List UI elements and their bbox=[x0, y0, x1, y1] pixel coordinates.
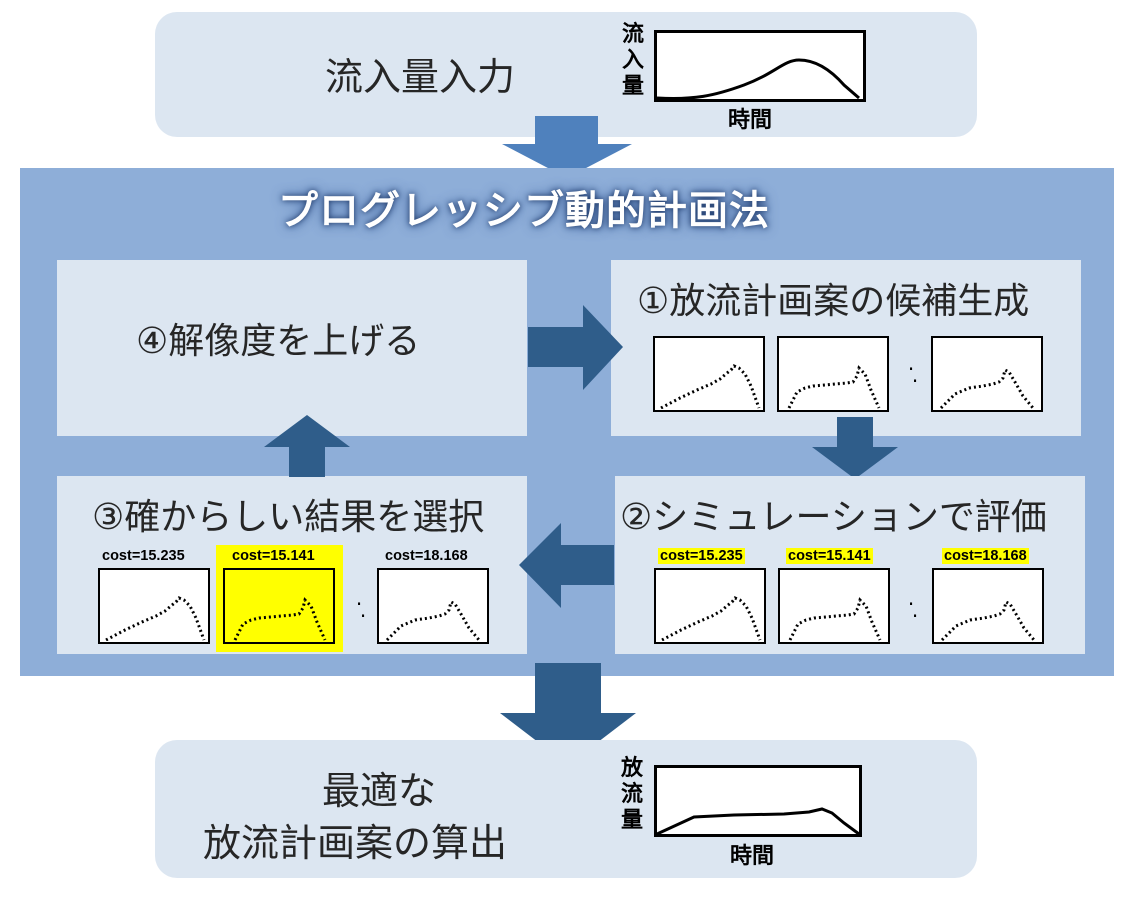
inflow-curve bbox=[656, 58, 860, 100]
step4-title: ④解像度を上げる bbox=[136, 321, 421, 362]
step3-cost-1: cost=15.235 bbox=[102, 548, 185, 564]
output-graph-xlabel: 時間 bbox=[730, 844, 775, 869]
step3-title: ③確からしい結果を選択 bbox=[92, 497, 485, 538]
arrow-right bbox=[528, 305, 623, 390]
step3-ellipsis: ·· bbox=[355, 592, 367, 628]
step2-title: ②シミュレーションで評価 bbox=[620, 497, 1047, 538]
step2-ellipsis: ·· bbox=[907, 592, 919, 628]
panel-title: プログレッシブ動的計画法 bbox=[278, 188, 770, 234]
arrow-left bbox=[519, 523, 614, 608]
step3-cost-3: cost=18.168 bbox=[385, 548, 468, 564]
step3-thumb-3 bbox=[377, 568, 489, 644]
output-title-line2: 放流計画案の算出 bbox=[203, 821, 508, 865]
candidate-thumb-1 bbox=[653, 336, 765, 412]
step1-title: ①放流計画案の候補生成 bbox=[637, 281, 1030, 322]
candidate-thumb-2 bbox=[777, 336, 889, 412]
input-box-title: 流入量入力 bbox=[325, 55, 516, 99]
outflow-graph bbox=[654, 765, 862, 837]
inflow-graph-frame bbox=[654, 30, 866, 102]
step2-thumb-1 bbox=[654, 568, 766, 644]
inflow-graph bbox=[654, 30, 866, 102]
output-graph-ylabel: 放 流 量 bbox=[620, 756, 643, 833]
output-title-line1: 最適な bbox=[322, 769, 437, 813]
arrow-down-right bbox=[810, 417, 900, 479]
arrow-down-bottom bbox=[498, 663, 638, 765]
step2-cost-1: cost=15.235 bbox=[658, 548, 745, 564]
outflow-graph-frame bbox=[654, 765, 862, 837]
input-graph-xlabel: 時間 bbox=[728, 108, 773, 133]
step3-thumb-1 bbox=[98, 568, 210, 644]
step4-box bbox=[57, 260, 527, 436]
step3-thumb-2-selected bbox=[223, 568, 335, 644]
candidate-ellipsis: ·· bbox=[907, 357, 919, 393]
step2-thumb-2 bbox=[778, 568, 890, 644]
step3-cost-2: cost=15.141 bbox=[232, 548, 315, 564]
arrow-down-top bbox=[500, 116, 635, 178]
step2-thumb-3 bbox=[932, 568, 1044, 644]
step2-cost-2: cost=15.141 bbox=[786, 548, 873, 564]
outflow-curve bbox=[656, 807, 860, 836]
input-graph-ylabel: 流 入 量 bbox=[621, 22, 644, 99]
candidate-thumb-3 bbox=[931, 336, 1043, 412]
arrow-up bbox=[262, 415, 352, 477]
step2-cost-3: cost=18.168 bbox=[942, 548, 1029, 564]
